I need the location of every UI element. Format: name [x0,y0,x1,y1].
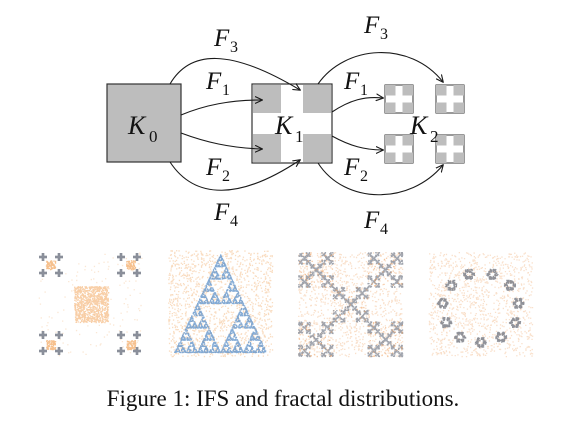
map-letter: F [343,154,360,181]
map-label-f4-stage1: F 4 [213,199,238,230]
k1-label-letter: K [274,111,294,140]
map-sub: 3 [230,39,238,56]
panel-carpet-distribution [38,252,143,357]
edge-f2-stage1 [180,132,262,149]
k2-block [435,134,465,164]
map-letter: F [363,12,380,39]
map-letter: F [205,68,222,95]
map-label-f4-stage2: F 4 [363,207,388,238]
map-label-f1-stage1: F 1 [205,68,230,99]
k0-label-letter: K [127,111,147,140]
map-label-f2-stage1: F 2 [205,154,230,185]
map-sub: 1 [360,82,368,99]
k2-node [384,84,465,164]
k1-tile [303,134,331,162]
k1-tile [253,85,281,113]
edge-f1-stage2 [331,98,383,113]
map-label-f1-stage2: F 1 [343,68,368,99]
k0-node: K 0 [106,83,182,163]
map-letter: F [343,68,360,95]
panel-diagonal-distribution [298,252,404,358]
k2-label: K 2 [409,111,439,146]
edge-f4-stage2 [317,162,443,196]
k1-node: K 1 [251,83,333,164]
panel-flower-distribution [428,252,534,358]
map-sub: 3 [380,26,388,43]
figure-caption: Figure 1: IFS and fractal distributions. [106,386,460,411]
map-sub: 4 [380,221,388,238]
edge-f3-stage2 [317,52,443,85]
k2-block [384,134,414,164]
k2-block [384,84,414,114]
map-label-f3-stage1: F 3 [213,25,238,56]
map-letter: F [205,154,222,181]
map-letter: F [213,199,230,226]
map-sub: 1 [222,82,230,99]
map-sub: 4 [230,213,238,230]
edge-f3-stage1 [169,58,300,90]
map-label-f3-stage2: F 3 [363,12,388,43]
k2-label-sub: 2 [430,127,439,146]
map-sub: 2 [222,168,230,185]
map-sub: 2 [360,168,368,185]
map-letter: F [213,25,230,52]
edge-f2-stage2 [331,135,383,150]
k1-label-sub: 1 [295,127,304,146]
map-label-f2-stage2: F 2 [343,154,368,185]
panel-sierpinski-distribution [168,250,274,358]
k1-tile [303,85,331,113]
edge-f1-stage1 [180,100,262,116]
k2-label-letter: K [409,111,429,140]
edge-f4-stage1 [169,160,300,191]
k2-block [435,84,465,114]
map-letter: F [363,207,380,234]
k0-label-sub: 0 [149,127,158,146]
